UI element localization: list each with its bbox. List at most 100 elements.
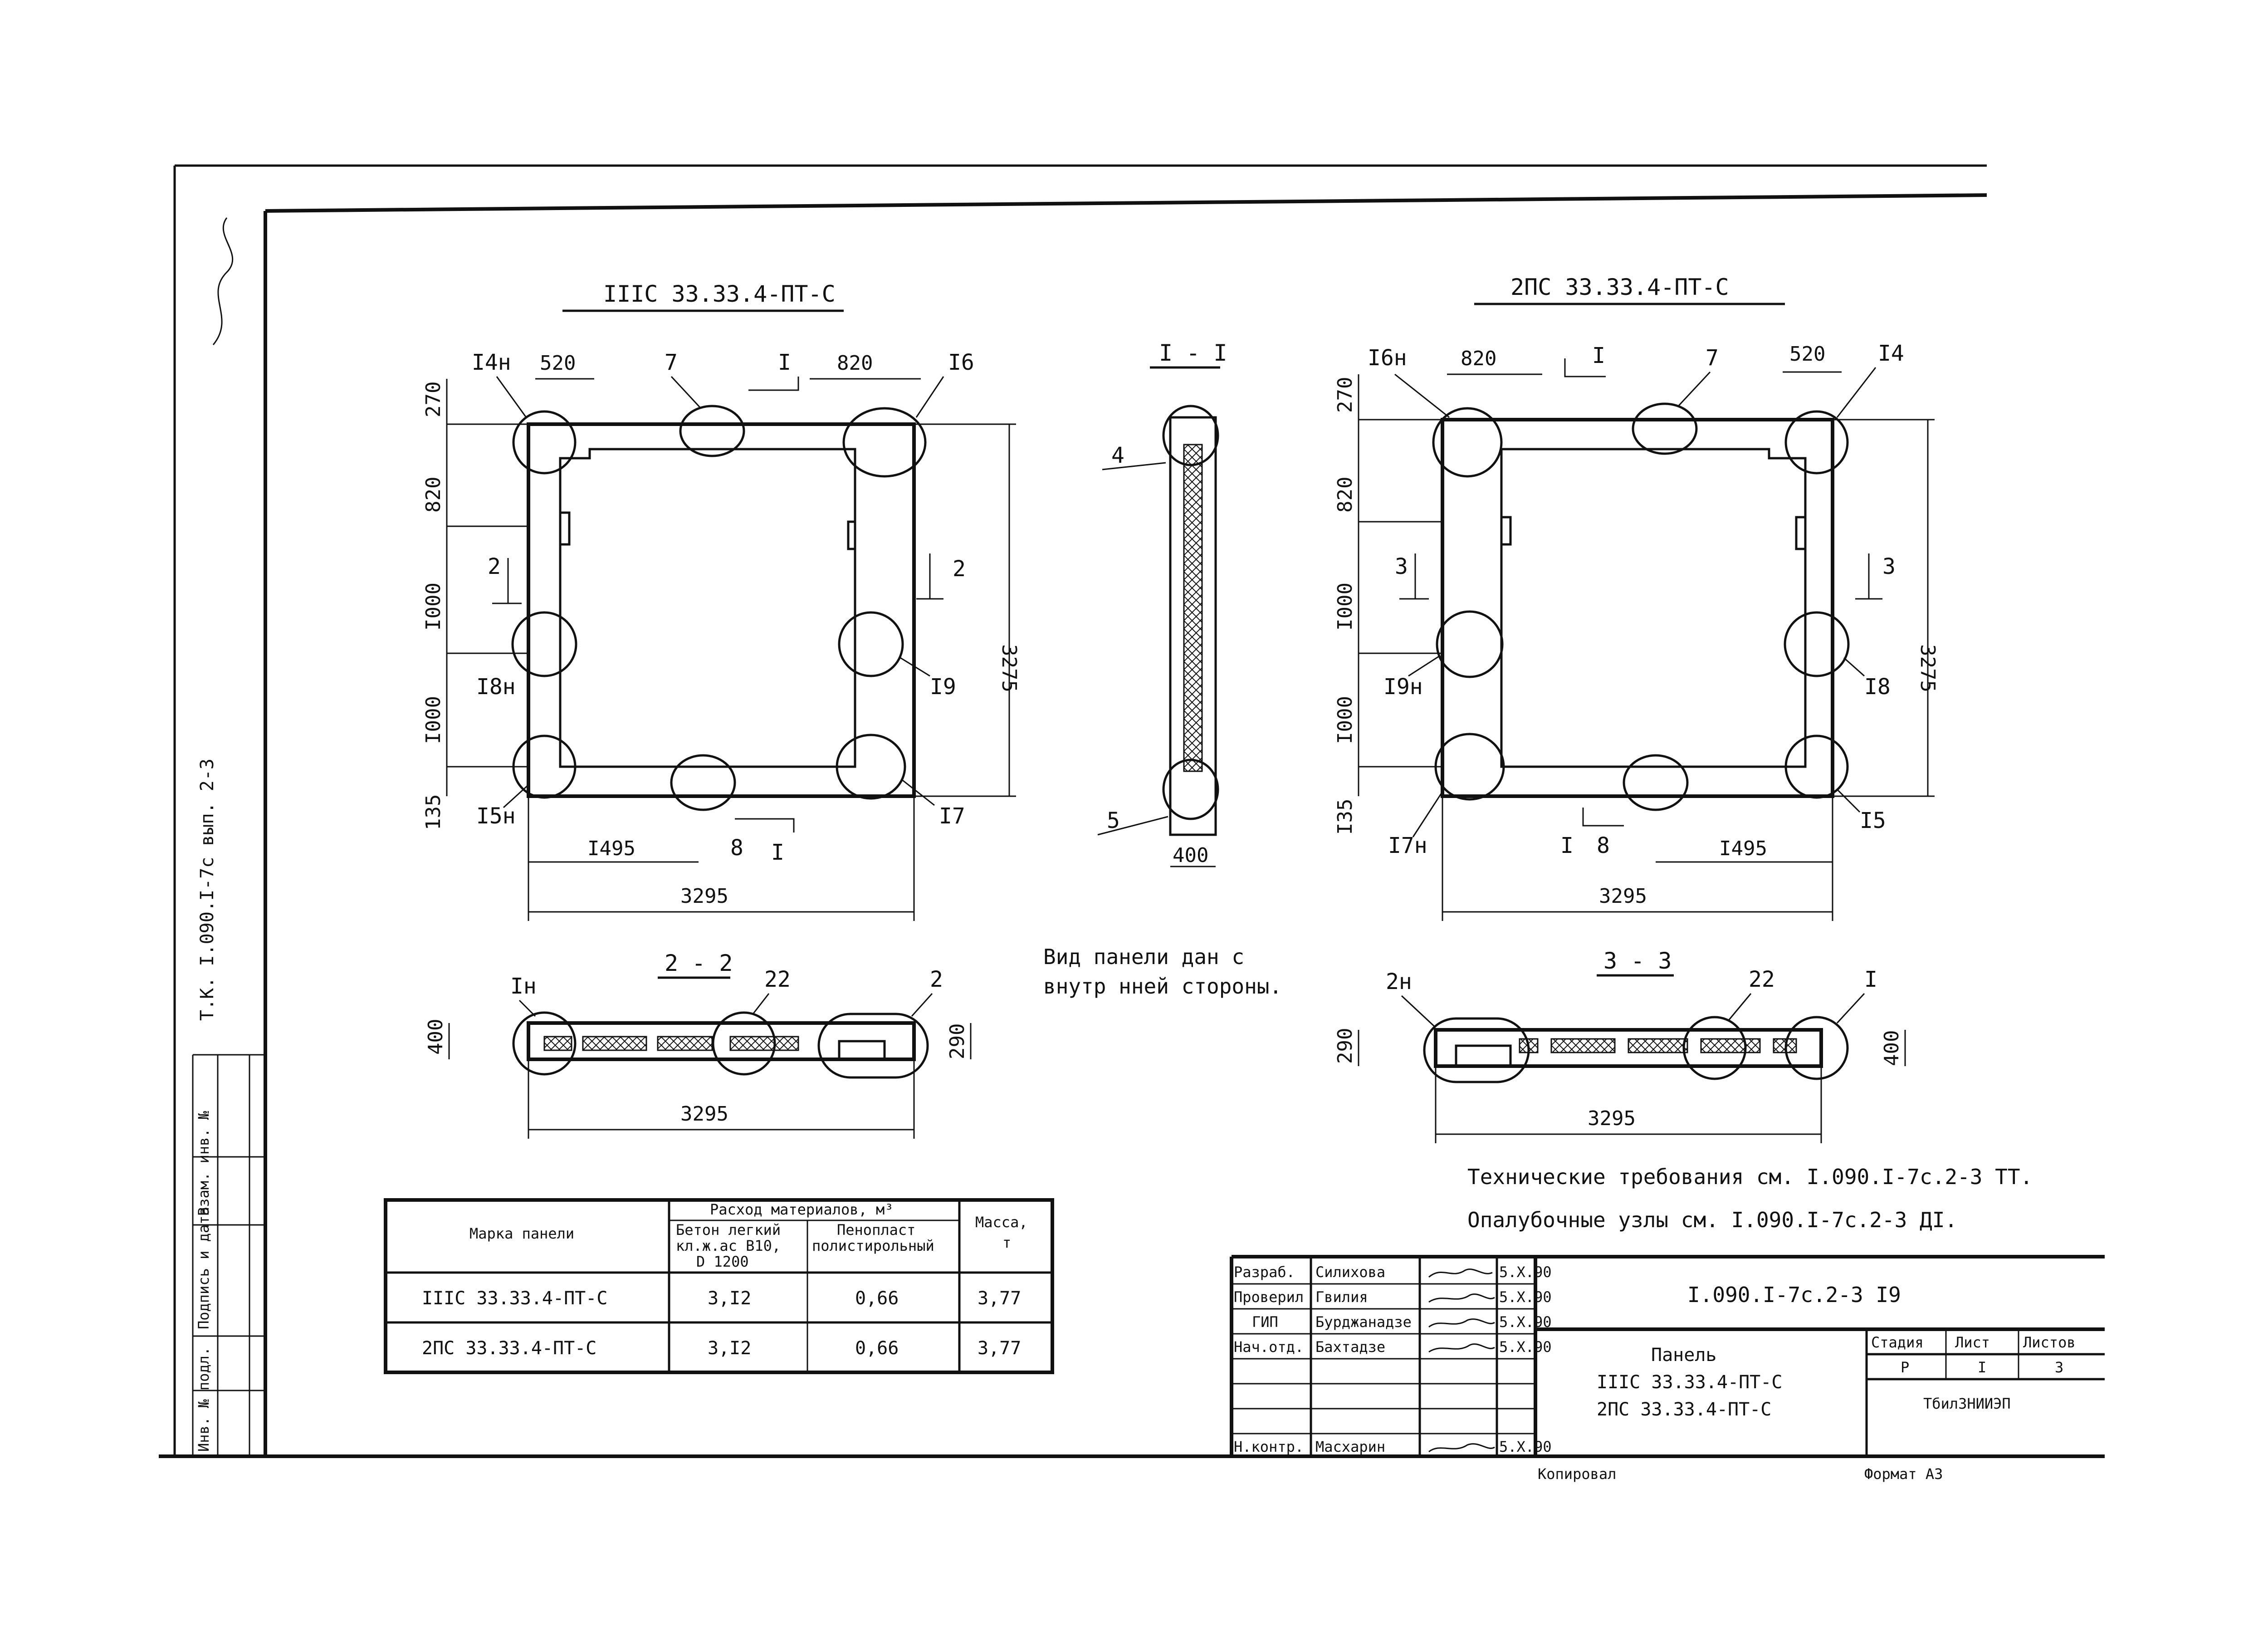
section-3-3: 3 - 3 2н 22 I 290 400 3295 (1334, 948, 1906, 1143)
left-panel-title: IIIC 33.33.4-ПТ-С (603, 281, 836, 307)
dim-v5: 135 (422, 794, 445, 830)
node-8r (1623, 754, 1689, 811)
table-row-2-mass: 3,77 (978, 1338, 1021, 1359)
role-3: ГИП (1252, 1313, 1278, 1331)
dim-overall-width-r: 3295 (1599, 885, 1647, 908)
node-I4n (512, 410, 577, 475)
section-2-2-node-right (817, 1013, 929, 1079)
section-1-1-title: I - I (1159, 340, 1227, 366)
organization: ТбилЗНИИЭП (1923, 1395, 2011, 1412)
footer-format: Формат А3 (1864, 1465, 1943, 1483)
section-2-2-title: 2 - 2 (665, 950, 733, 976)
label-8r: 8 (1597, 833, 1610, 858)
table-row-1-mass: 3,77 (978, 1288, 1021, 1309)
section-3-3-dim-left: 290 (1334, 1028, 1357, 1064)
date-4: 5.Х.90 (1499, 1338, 1552, 1356)
dim-v4-r: I000 (1334, 696, 1357, 744)
dim-bottom-partial-r: I495 (1719, 837, 1767, 860)
label-I7: I7 (939, 803, 965, 829)
signature-3 (1428, 1318, 1495, 1328)
section-3-3-title: 3 - 3 (1603, 948, 1672, 974)
node-8 (670, 754, 736, 811)
date-2: 5.Х.90 (1499, 1288, 1552, 1306)
table-header-foam: Пенопласт (837, 1221, 915, 1239)
label-I4n: I4н (472, 350, 511, 375)
date-3: 5.Х.90 (1499, 1313, 1552, 1331)
signature-4 (1428, 1343, 1495, 1353)
arrow-mark-left-r: 3 (1395, 554, 1408, 579)
label-I5: I5 (1860, 808, 1886, 833)
dim-overall-height-r: 3275 (1916, 644, 1939, 692)
arrow-mark-left: 2 (488, 554, 501, 579)
value-sheets: 3 (2055, 1359, 2063, 1376)
side-stamp-cell-3: Взам. инв. № (195, 1111, 212, 1216)
node-I8 (1784, 611, 1850, 677)
section-2-2-mark-mid: 22 (764, 967, 791, 992)
section-2-2-mark-right: 2 (930, 967, 943, 992)
label-I4: I4 (1878, 341, 1904, 366)
signature-2 (1428, 1293, 1495, 1303)
cut-mark-bottom-r: I (1560, 833, 1574, 858)
label-I9n: I9н (1383, 674, 1423, 700)
dim-v1-r: 270 (1334, 377, 1357, 413)
section-2-2-dim-length: 3295 (680, 1102, 728, 1126)
sheet-frame (159, 164, 2105, 1458)
node-7r (1632, 402, 1698, 455)
dim-v5-r: I35 (1334, 799, 1357, 835)
name-7: Масхарин (1315, 1438, 1385, 1455)
table-header-concrete: Бетон легкий (676, 1221, 781, 1239)
dim-v2-r: 820 (1334, 477, 1357, 513)
dim-top-right-r: 520 (1789, 343, 1825, 366)
header-stage: Стадия (1871, 1334, 1924, 1351)
table-row-2-concrete: 3,I2 (708, 1338, 751, 1359)
section-3-3-node-right (1784, 1016, 1849, 1080)
section-1-1-node-top (1162, 405, 1219, 466)
signature-mark (212, 217, 234, 345)
section-3-3-mark-left: 2н (1386, 969, 1412, 994)
node-I6n (1432, 407, 1503, 478)
label-7r: 7 (1706, 345, 1719, 371)
role-1: Разраб. (1234, 1263, 1295, 1281)
table-row-2-foam: 0,66 (855, 1338, 899, 1359)
name-4: Бахтадзе (1315, 1338, 1385, 1356)
node-7 (679, 405, 745, 457)
table-header-foam-2: полистирольный (812, 1237, 934, 1254)
header-sheet: Лист (1955, 1334, 1990, 1351)
node-I7n (1434, 733, 1505, 801)
dim-v3-r: I000 (1334, 583, 1357, 631)
value-stage: Р (1901, 1359, 1909, 1376)
section-3-3-mark-right: I (1864, 967, 1877, 992)
label-I6n: I6н (1368, 345, 1407, 371)
section-3-3-node-left (1423, 1017, 1530, 1083)
name-2: Гвилия (1315, 1288, 1368, 1306)
role-4: Нач.отд. (1234, 1338, 1304, 1356)
view-note-line-2: внутр нней стороны. (1043, 974, 1282, 999)
section-2-2-mark-left: Iн (510, 974, 537, 999)
label-I9: I9 (930, 674, 956, 700)
footer-copied: Копировал (1538, 1465, 1616, 1483)
node-I5 (1784, 734, 1849, 799)
node-I4 (1784, 410, 1849, 475)
view-note-line-1: Вид панели дан с (1043, 945, 1244, 969)
cut-mark-top: I (778, 350, 791, 375)
right-panel-title: 2ПС 33.33.4-ПТ-С (1510, 274, 1729, 300)
table-header-mass-unit: т (1002, 1234, 1011, 1251)
section-2-2-node-left (512, 1011, 577, 1076)
dim-overall-width: 3295 (680, 885, 728, 908)
node-I9 (838, 611, 904, 677)
dim-v4: I000 (422, 696, 445, 744)
signature-7 (1428, 1443, 1495, 1453)
dim-bottom-partial: I495 (587, 837, 635, 860)
table-row-2-mark: 2ПС 33.33.4-ПТ-С (422, 1338, 596, 1359)
right-panel-drawing: 2ПС 33.33.4-ПТ-С I6н 7 I4 I9н I8 I7н 8 I… (1334, 274, 1939, 921)
section-3-3-dim-length: 3295 (1588, 1107, 1636, 1130)
materials-table: Марка панели Расход материалов, м³ Бетон… (384, 1198, 1054, 1374)
node-I9n (1436, 610, 1504, 678)
section-1-1-node-bottom (1162, 759, 1219, 820)
formwork-note: Опалубочные узлы см. I.090.I-7с.2-3 ДI. (1467, 1208, 1957, 1232)
label-I7n: I7н (1388, 833, 1427, 858)
section-1-1-dim: 400 (1173, 844, 1208, 867)
section-2-2-dim-right: 290 (946, 1023, 969, 1059)
table-header-group: Расход материалов, м³ (710, 1201, 894, 1218)
